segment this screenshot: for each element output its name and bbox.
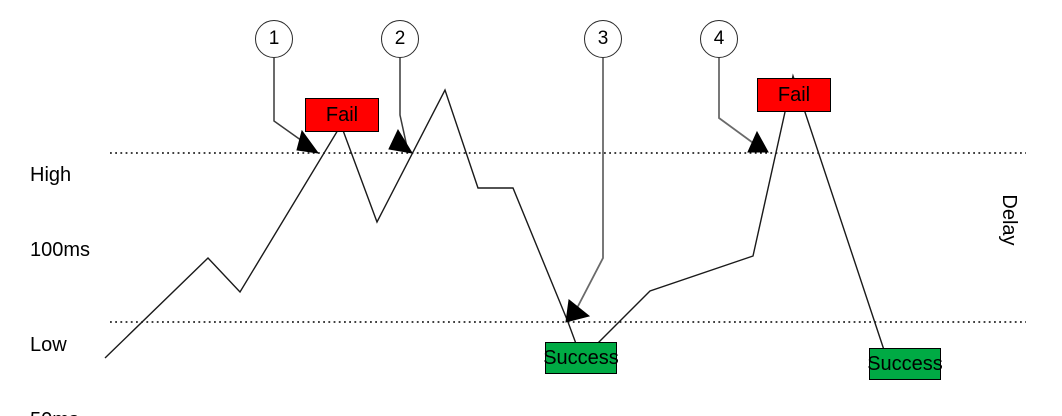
status-box-fail-2[interactable]: Fail: [757, 78, 831, 112]
callout-3-stem: [575, 58, 604, 311]
threshold-label-high: High 100ms: [30, 113, 90, 313]
marker-badge-1[interactable]: 1: [255, 20, 293, 58]
threshold-label-low-line1: Low: [30, 334, 67, 356]
callout-2-arrowhead: [388, 128, 414, 154]
status-box-success-1[interactable]: Success: [543, 342, 619, 374]
y-axis-label-delay: Delay: [998, 194, 1020, 246]
callout-4-arrowhead: [747, 130, 769, 153]
callout-1-arrowhead: [296, 129, 320, 154]
status-box-fail-1[interactable]: Fail: [305, 98, 379, 132]
threshold-label-low: Low 50ms: [30, 283, 79, 416]
status-box-success-2[interactable]: Success: [867, 348, 943, 380]
callout-2: [388, 58, 414, 154]
marker-badge-2[interactable]: 2: [381, 20, 419, 58]
threshold-label-low-line2: 50ms: [30, 408, 79, 416]
callout-4-stem: [718, 58, 761, 149]
delay-series-line: [104, 73, 885, 362]
callout-3-arrowhead: [565, 299, 591, 323]
callout-4: [718, 58, 769, 153]
callout-1-stem: [273, 58, 313, 149]
marker-badge-3[interactable]: 3: [584, 20, 622, 58]
callout-3: [565, 58, 604, 323]
threshold-label-high-line2: 100ms: [30, 239, 91, 261]
marker-badge-4[interactable]: 4: [700, 20, 738, 58]
callout-2-stem: [399, 58, 408, 148]
callout-1: [273, 58, 320, 154]
threshold-label-high-line1: High: [30, 164, 72, 186]
